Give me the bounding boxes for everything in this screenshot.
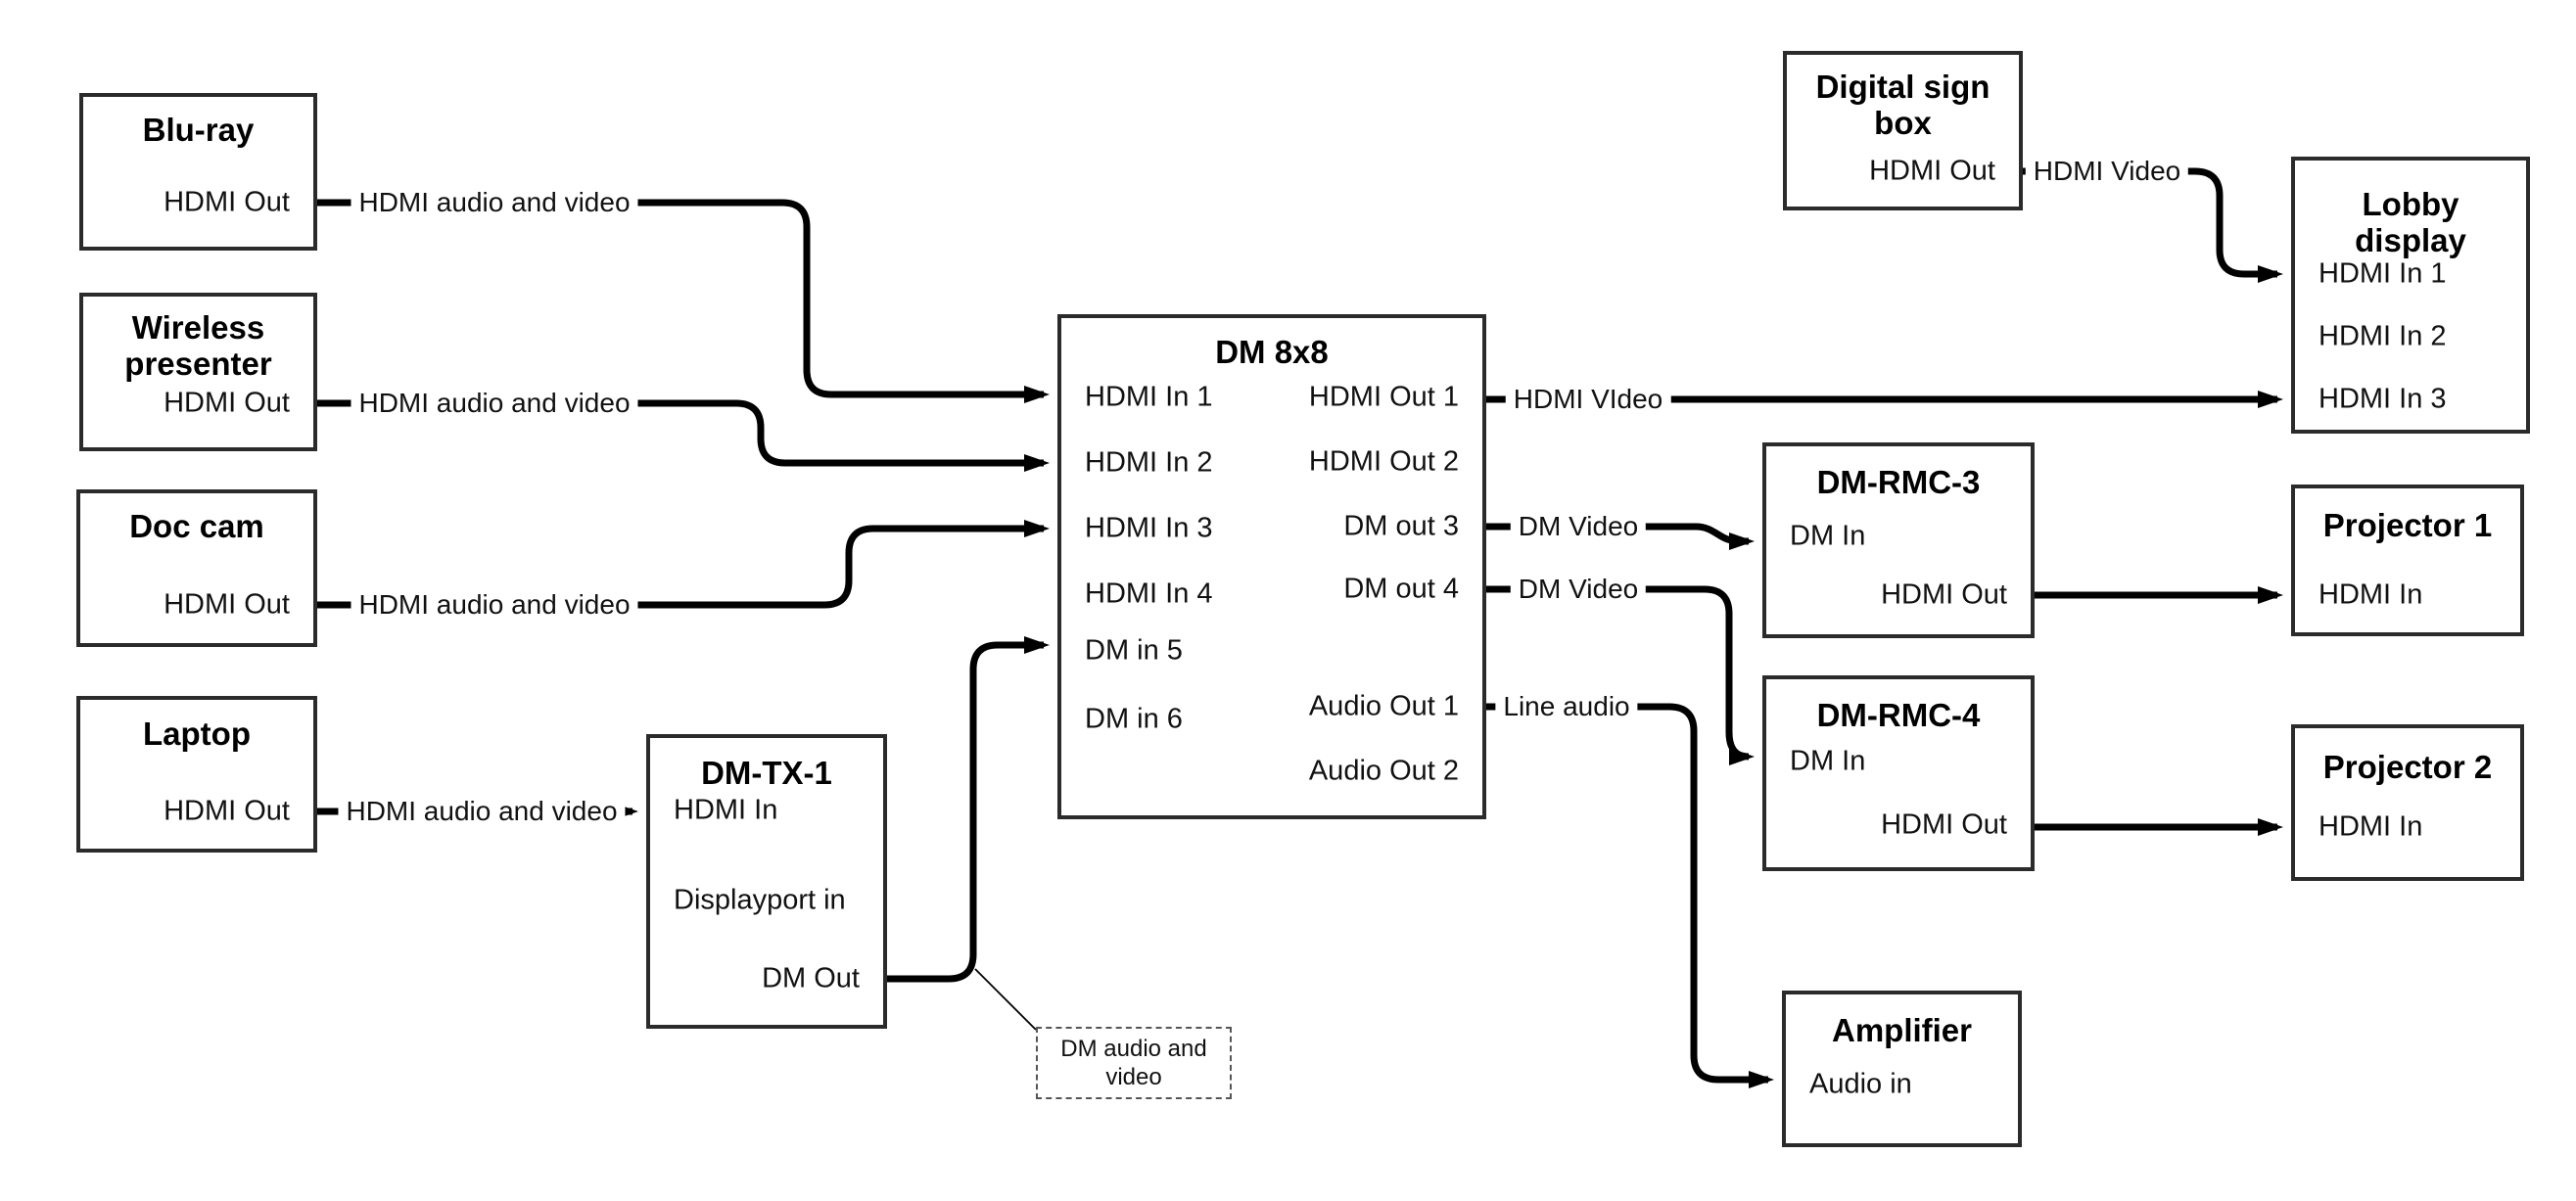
port-dm-rmc-3-dm-in: DM In <box>1790 520 1866 552</box>
node-dm-rmc-4: DM-RMC-4 DM In HDMI Out <box>1762 675 2035 871</box>
port-projector-2-hdmi-in: HDMI In <box>2318 810 2423 843</box>
connection-dm8x8-audio1-to-amp <box>1486 703 1774 1088</box>
port-dm-8x8-dm-out-3: DM out 3 <box>1343 510 1459 542</box>
port-dm-tx-1-displayport-in: Displayport in <box>674 884 846 916</box>
edge-label-dm8x8-out4-to-rmc4-dmin: DM Video <box>1510 574 1647 605</box>
connection-dm8x8-out4-to-rmc4-dmin <box>1486 585 1755 765</box>
port-dm-8x8-dm-in-5: DM in 5 <box>1085 634 1183 667</box>
port-dm-8x8-hdmi-out-1: HDMI Out 1 <box>1308 381 1459 413</box>
port-dm-8x8-hdmi-in-2: HDMI In 2 <box>1085 446 1213 479</box>
port-dm-8x8-hdmi-in-4: HDMI In 4 <box>1085 577 1213 610</box>
node-title-dm-tx-1: DM-TX-1 <box>701 755 832 791</box>
connection-signbox-to-lobby-in1 <box>2023 167 2283 283</box>
port-dm-rmc-3-hdmi-out: HDMI Out <box>1881 578 2007 611</box>
connection-dm8x8-out3-to-rmc3-dmin <box>1486 523 1755 550</box>
connection-bluray-to-dm8x8-in1 <box>317 199 1050 403</box>
connection-doccam-to-dm8x8-in3 <box>317 520 1050 609</box>
port-dm-tx-1-dm-out: DM Out <box>762 962 860 994</box>
port-dm-rmc-4-dm-in: DM In <box>1790 745 1866 777</box>
port-doc-cam-hdmi-out: HDMI Out <box>164 588 290 621</box>
node-projector-2: Projector 2 HDMI In <box>2291 724 2524 881</box>
node-title-laptop: Laptop <box>143 716 251 752</box>
edge-label-wireless-to-dm8x8-in2: HDMI audio and video <box>351 388 638 419</box>
port-lobby-display-hdmi-in-1: HDMI In 1 <box>2318 257 2447 290</box>
note-line-1: DM audio and <box>1060 1036 1207 1062</box>
node-title-blu-ray: Blu-ray <box>142 112 255 148</box>
port-projector-1-hdmi-in: HDMI In <box>2318 578 2423 611</box>
port-dm-8x8-audio-out-1: Audio Out 1 <box>1308 690 1459 722</box>
edge-label-doccam-to-dm8x8-in3: HDMI audio and video <box>351 589 638 621</box>
edge-label-bluray-to-dm8x8-in1: HDMI audio and video <box>351 187 638 218</box>
port-dm-8x8-hdmi-in-3: HDMI In 3 <box>1085 512 1213 544</box>
node-title-doc-cam: Doc cam <box>129 508 264 544</box>
node-title-projector-2: Projector 2 <box>2322 749 2493 785</box>
port-amplifier-audio-in: Audio in <box>1809 1068 1912 1100</box>
edge-label-dm8x8-out3-to-rmc3-dmin: DM Video <box>1510 511 1647 542</box>
port-digital-sign-box-hdmi-out: HDMI Out <box>1869 155 1995 187</box>
port-dm-8x8-audio-out-2: Audio Out 2 <box>1308 755 1459 787</box>
port-laptop-hdmi-out: HDMI Out <box>164 795 290 827</box>
port-dm-8x8-dm-out-4: DM out 4 <box>1343 573 1459 605</box>
edge-label-dm8x8-audio1-to-amp: Line audio <box>1495 691 1638 722</box>
port-lobby-display-hdmi-in-3: HDMI In 3 <box>2318 383 2447 415</box>
node-title-projector-1: Projector 1 <box>2322 507 2493 543</box>
port-dm-8x8-hdmi-in-1: HDMI In 1 <box>1085 381 1213 413</box>
connection-dmtx1-to-dm8x8-in5 <box>887 636 1050 983</box>
note-line-2: video <box>1105 1064 1162 1090</box>
port-dm-tx-1-hdmi-in: HDMI In <box>674 794 778 826</box>
port-dm-8x8-hdmi-out-2: HDMI Out 2 <box>1308 445 1459 478</box>
port-blu-ray-hdmi-out: HDMI Out <box>164 186 290 218</box>
edge-label-laptop-to-dmtx1-hdmiin: HDMI audio and video <box>338 796 626 827</box>
node-title-amplifier: Amplifier <box>1831 1012 1973 1048</box>
node-title-dm-rmc-3: DM-RMC-3 <box>1816 464 1981 500</box>
connection-wireless-to-dm8x8-in2 <box>317 399 1050 472</box>
node-title-dm-8x8: DM 8x8 <box>1215 334 1329 370</box>
edge-label-dm8x8-out1-to-lobby-in3: HDMI VIdeo <box>1505 384 1671 415</box>
port-wireless-presenter-hdmi-out: HDMI Out <box>164 387 290 419</box>
node-title-dm-rmc-4: DM-RMC-4 <box>1816 697 1981 733</box>
edge-label-signbox-to-lobby-in1: HDMI Video <box>2025 156 2189 187</box>
node-projector-1: Projector 1 HDMI In <box>2291 485 2524 636</box>
connection-note-callout <box>974 968 1037 1031</box>
port-lobby-display-hdmi-in-2: HDMI In 2 <box>2318 320 2447 352</box>
port-dm-8x8-dm-in-6: DM in 6 <box>1085 703 1183 735</box>
note-dm-audio-and-video: DM audio and video <box>1036 1027 1232 1099</box>
port-dm-rmc-4-hdmi-out: HDMI Out <box>1881 808 2007 841</box>
node-dm-rmc-3: DM-RMC-3 DM In HDMI Out <box>1762 442 2035 638</box>
